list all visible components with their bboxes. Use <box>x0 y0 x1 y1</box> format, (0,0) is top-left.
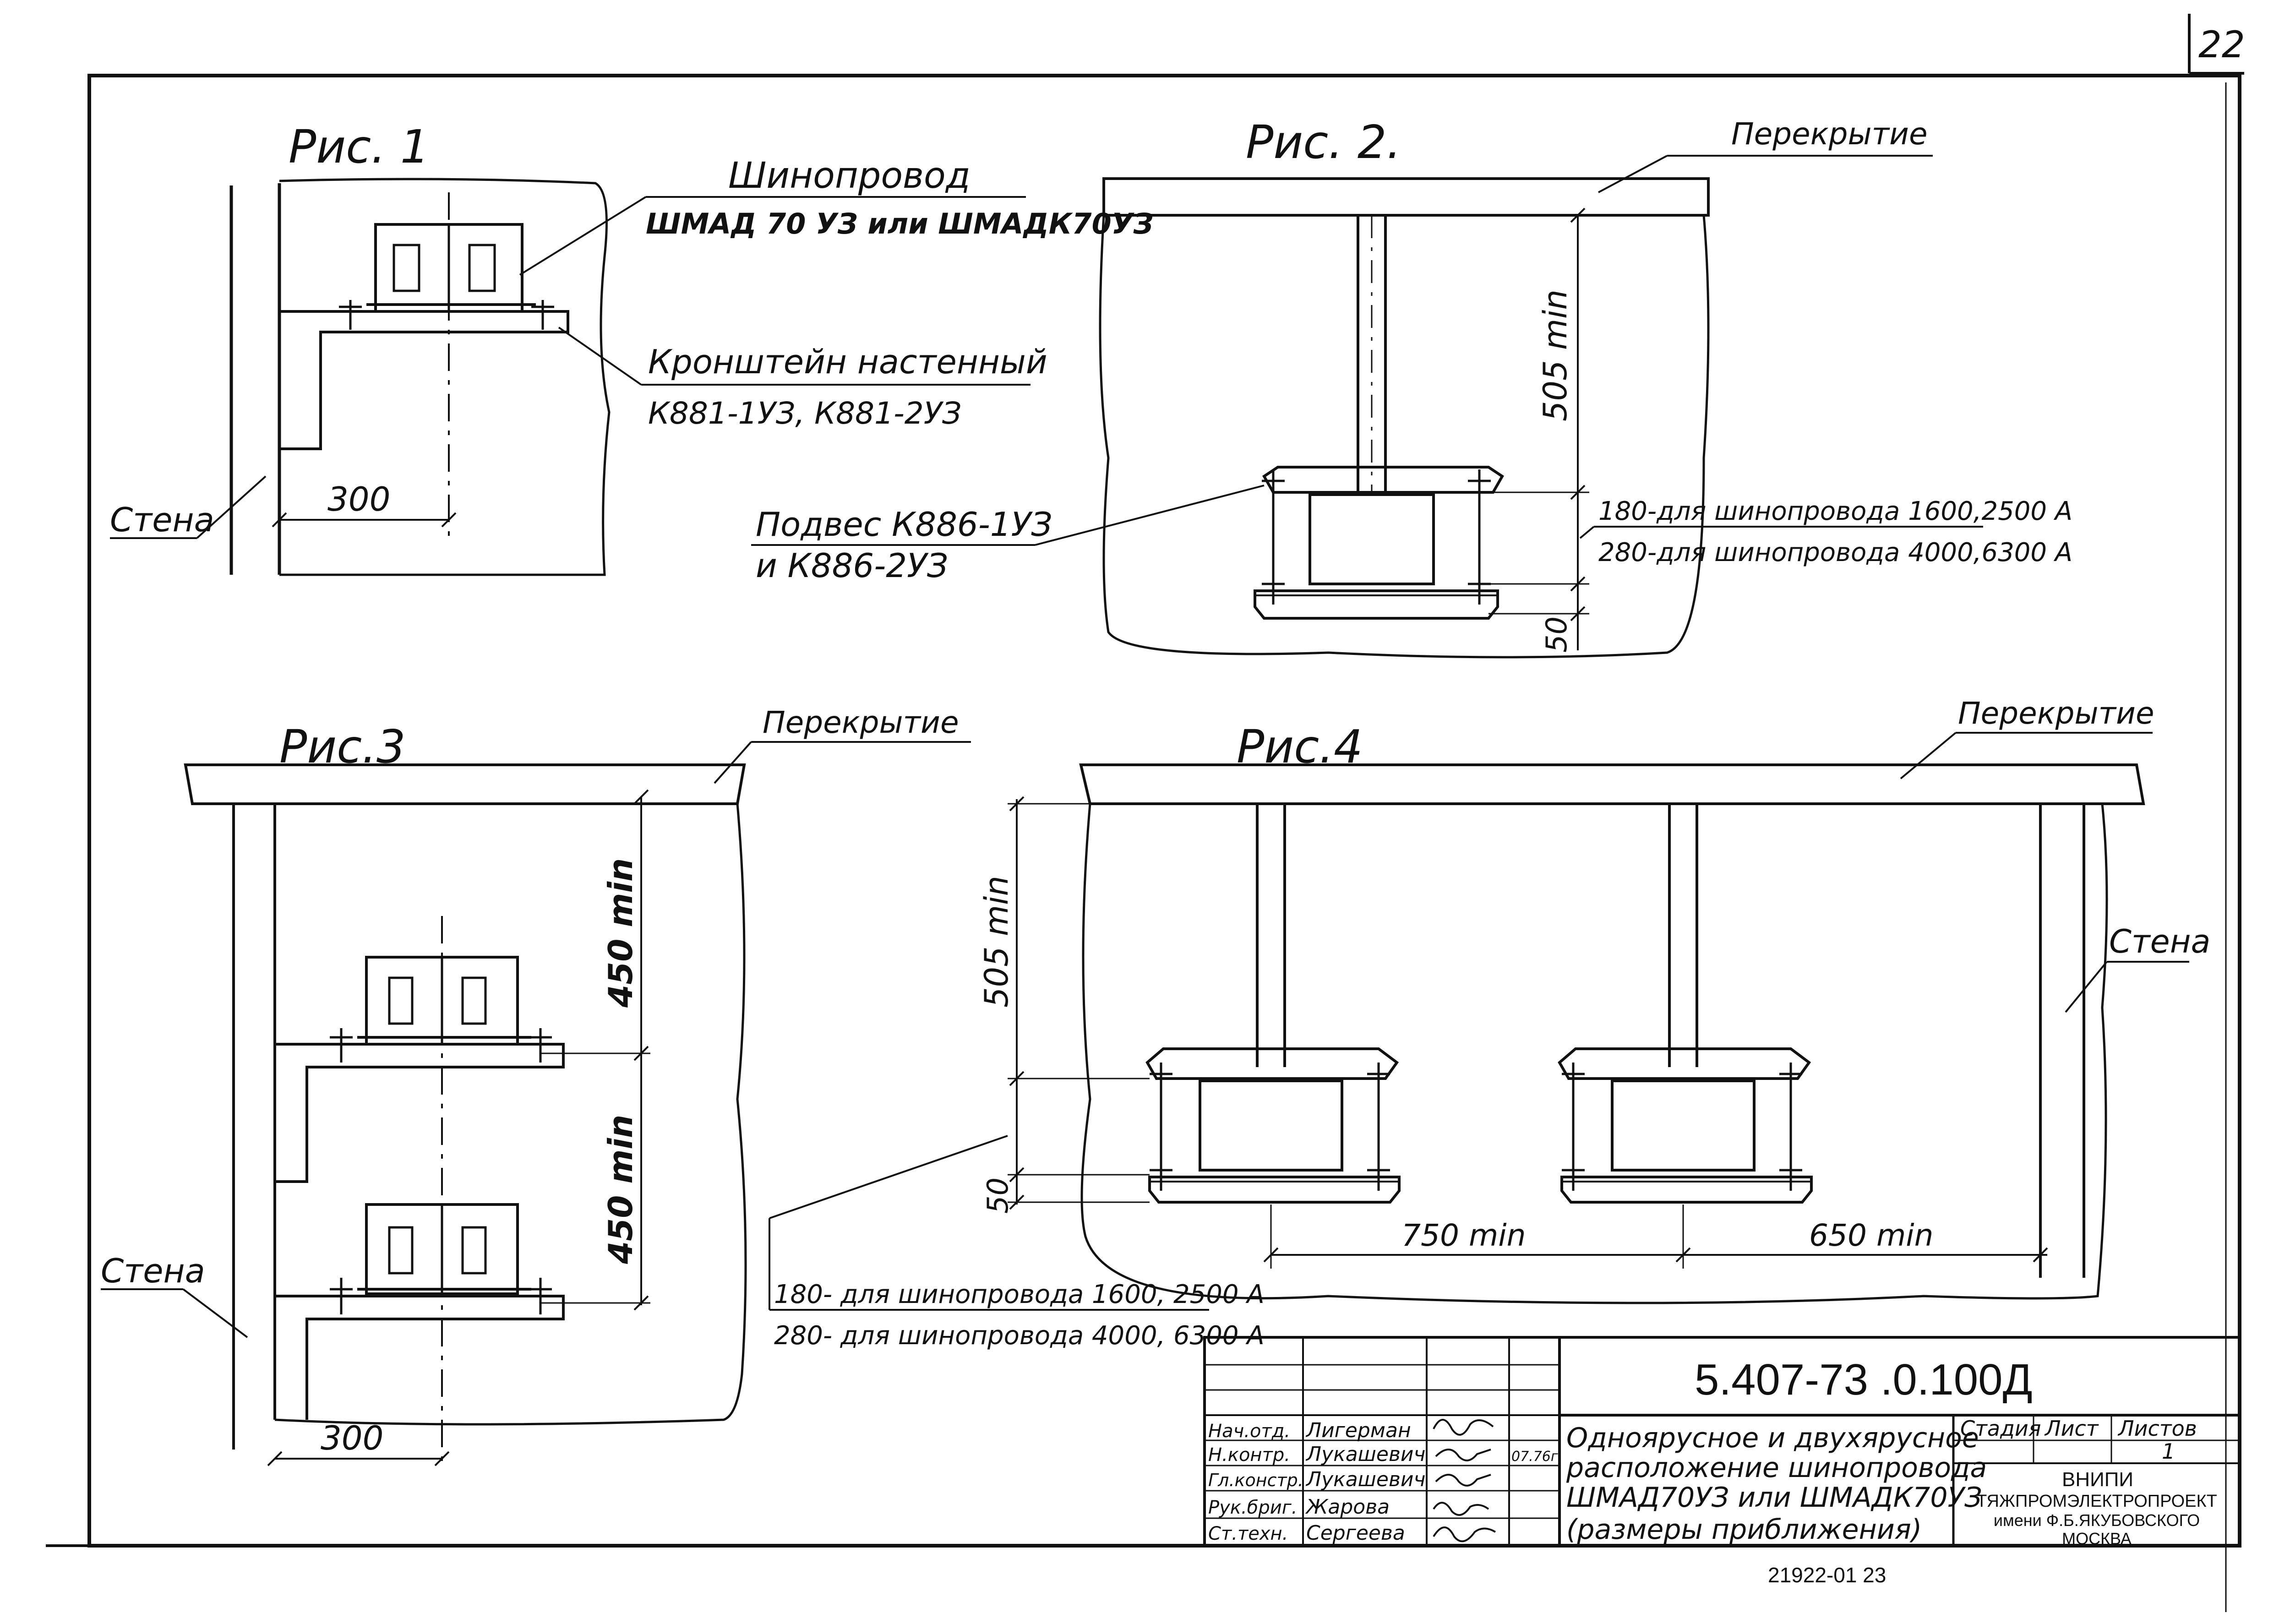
title-line-2: расположение шинопровода <box>1566 1452 1987 1484</box>
fig1-busway-label: Шинопровод <box>728 155 971 196</box>
sign-date: 07.76г <box>1511 1449 1558 1465</box>
staff-rows: Нач.отд. Лигерман Н.контр. Лукашевич Гл.… <box>1208 1419 1426 1545</box>
staff-role-5: Рук.бриг. <box>1208 1497 1297 1518</box>
fig3-dim-300: 300 <box>321 1419 383 1457</box>
fig2-dim-505: 505 min <box>1537 289 1574 421</box>
staff-name-5: Жарова <box>1305 1495 1390 1519</box>
org-line-2: ТЯЖПРОМЭЛЕКТРОПРОЕКТ <box>1976 1492 2217 1511</box>
title-line-1: Одноярусное и двухярусное <box>1566 1422 1979 1454</box>
fig1-title: Рис. 1 <box>289 120 429 174</box>
fig4-dim-505: 505 min <box>978 876 1015 1008</box>
fig3-dim-450-bottom: 450 min <box>601 1115 640 1264</box>
org-line-4: МОСКВА <box>2062 1529 2132 1548</box>
fig4-wall-label: Стена <box>2109 923 2210 960</box>
signatures <box>1433 1419 1496 1542</box>
fig4-dim-50: 50 <box>981 1177 1014 1214</box>
figure-2: Рис. 2. 505 min <box>751 115 2072 659</box>
doc-code: 5.407-73 .0.100Д <box>1695 1355 2033 1404</box>
figure-3: Рис.3 450 m <box>101 705 971 1466</box>
fig2-title: Рис. 2. <box>1246 115 1401 169</box>
fig2-ceiling-label: Перекрытие <box>1731 116 1928 152</box>
staff-name-1: Лигерман <box>1305 1419 1411 1442</box>
fig3-wall-label: Стена <box>101 1252 205 1290</box>
fig4-dim-750: 750 min <box>1401 1218 1526 1253</box>
figure-1: Рис. 1 300 Шинопровод ШМАД 70 УЗ или ШМА… <box>110 120 1154 576</box>
fig1-dim-300: 300 <box>327 480 390 518</box>
fig4-dim-650: 650 min <box>1809 1218 1933 1253</box>
sheets-label: Листов <box>2117 1416 2197 1441</box>
staff-role-3: Гл.констр. <box>1208 1470 1303 1490</box>
staff-role-1: Нач.отд. <box>1208 1421 1290 1442</box>
figure-4: Рис.4 <box>769 696 2210 1351</box>
staff-name-2: Лукашевич <box>1305 1443 1426 1466</box>
fig2-dim-50: 50 <box>1540 616 1573 653</box>
fig3-dim-450-top: 450 min <box>601 858 640 1008</box>
title-block: 5.407-73 .0.100Д Одноярусное и двухярусн… <box>1203 1336 2241 1548</box>
fig1-bracket-label: Кронштейн настенный <box>648 343 1047 381</box>
fig1-busway-types: ШМАД 70 УЗ или ШМАДК70УЗ <box>646 207 1154 240</box>
fig3-ceiling-label: Перекрытие <box>763 705 959 740</box>
staff-name-3: Лукашевич <box>1305 1468 1426 1491</box>
fig2-note-180: 180-для шинопровода 1600,2500 А <box>1598 496 2072 526</box>
org-line-3: имени Ф.Б.ЯКУБОВСКОГО <box>1994 1511 2200 1530</box>
fig4-note-180: 180- для шинопровода 1600, 2500 А <box>774 1280 1265 1309</box>
sheets-value: 1 <box>2162 1439 2175 1464</box>
fig2-hanger-label: Подвес К886-1УЗ <box>756 505 1052 544</box>
fig1-wall-label: Стена <box>110 501 214 539</box>
footer-code: 21922-01 23 <box>1768 1563 1886 1587</box>
fig4-ceiling-label: Перекрытие <box>1958 696 2154 731</box>
staff-role-6: Ст.техн. <box>1208 1523 1288 1544</box>
stage-label: Стадия <box>1960 1416 2041 1441</box>
fig4-note-280: 280- для шинопровода 4000, 6300 А <box>774 1321 1265 1351</box>
sheet-frame <box>87 74 2241 1548</box>
fig1-bracket-types: К881-1УЗ, К881-2УЗ <box>648 396 961 431</box>
title-line-3: ШМАД70УЗ или ШМАДК70УЗ <box>1566 1482 1982 1514</box>
title-line-4: (размеры приближения) <box>1566 1514 1922 1546</box>
org-line-1: ВНИПИ <box>2062 1468 2133 1491</box>
sheet-label: Лист <box>2044 1416 2099 1441</box>
fig2-hanger-types: и К886-2УЗ <box>756 546 948 585</box>
fig2-note-280: 280-для шинопровода 4000,6300 А <box>1598 538 2072 567</box>
staff-role-2: Н.контр. <box>1208 1444 1290 1466</box>
staff-name-6: Сергеева <box>1306 1521 1405 1545</box>
page-number: 22 <box>2198 23 2245 66</box>
